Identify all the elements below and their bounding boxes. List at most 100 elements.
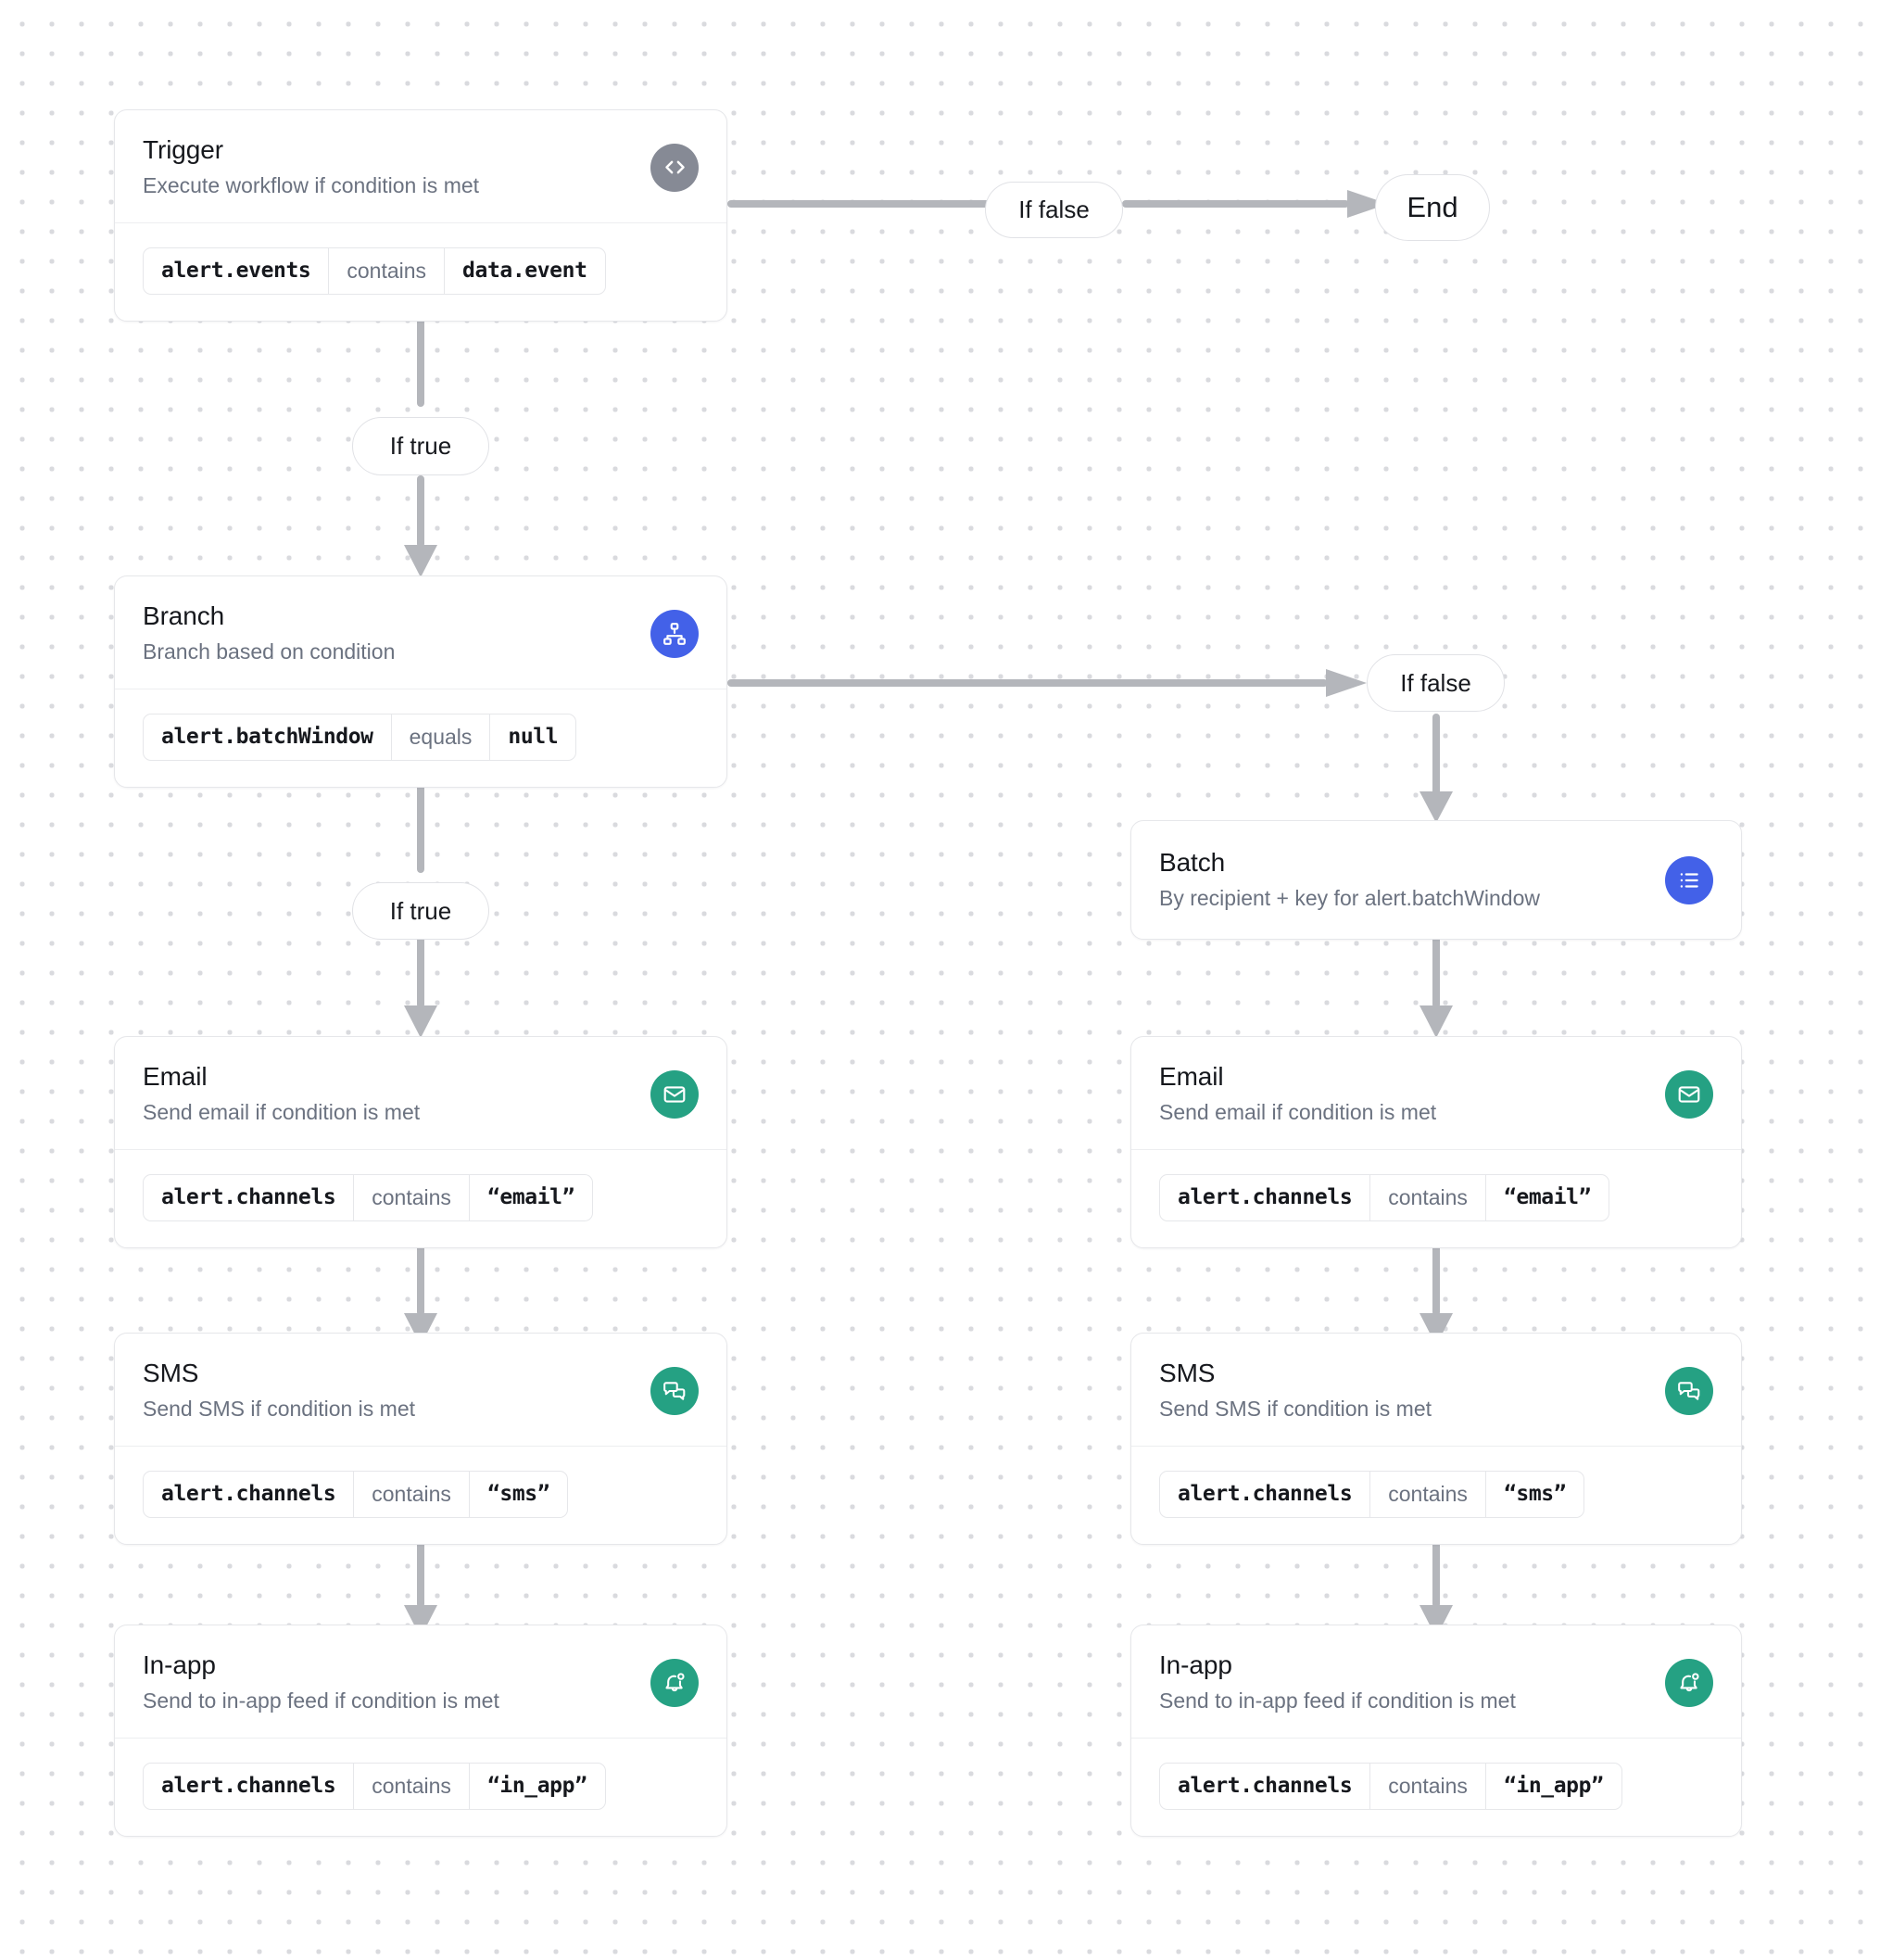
pill-end[interactable]: End (1375, 174, 1490, 241)
envelope-icon (650, 1069, 699, 1119)
node-condition-area: alert.channels contains “sms” (115, 1446, 726, 1544)
node-title: Email (1159, 1062, 1224, 1091)
condition-field[interactable]: alert.events (161, 259, 311, 284)
connector-branch-to-iftrue (414, 778, 427, 873)
node-header: Email Send email if condition is met (115, 1037, 726, 1149)
node-condition-area: alert.events contains data.event (115, 222, 726, 321)
node-inapp-right[interactable]: In-app Send to in-app feed if condition … (1130, 1625, 1742, 1838)
node-branch[interactable]: Branch Branch based on condition alert.b… (114, 575, 727, 789)
condition-operator[interactable]: equals (390, 714, 491, 761)
node-sms-right[interactable]: SMS Send SMS if condition is met alert.c… (1130, 1333, 1742, 1546)
connector-branch-to-iffalse (727, 664, 1367, 702)
condition-field[interactable]: alert.batchWindow (161, 725, 373, 750)
node-description: By recipient + key for alert.batchWindow (1159, 885, 1540, 910)
node-title: SMS (1159, 1359, 1216, 1387)
node-condition-area: alert.channels contains “sms” (1131, 1446, 1741, 1544)
condition-field[interactable]: alert.channels (1178, 1774, 1353, 1799)
node-header: Trigger Execute workflow if condition is… (115, 110, 726, 222)
node-title: Branch (143, 601, 225, 630)
node-inapp-left[interactable]: In-app Send to in-app feed if condition … (114, 1625, 727, 1838)
condition-group[interactable]: alert.channels contains “sms” (143, 1471, 569, 1519)
pill-label: If false (1400, 668, 1471, 697)
condition-field[interactable]: alert.channels (1178, 1482, 1353, 1507)
condition-field[interactable]: alert.channels (161, 1482, 336, 1507)
node-description: Send to in-app feed if condition is met (1159, 1688, 1516, 1713)
condition-value[interactable]: “in_app” (1503, 1774, 1604, 1799)
condition-operator[interactable]: contains (1369, 1764, 1486, 1810)
condition-group[interactable]: alert.batchWindow equals null (143, 714, 577, 762)
node-header: SMS Send SMS if condition is met (1131, 1334, 1741, 1446)
pill-label: If false (1018, 196, 1090, 223)
node-title: In-app (143, 1650, 216, 1679)
bell-dot-icon (650, 1658, 699, 1707)
node-description: Send SMS if condition is met (143, 1396, 416, 1421)
chat-bubbles-icon (1665, 1366, 1713, 1415)
condition-field[interactable]: alert.channels (161, 1185, 336, 1210)
connector-sms-to-inapp-left (402, 1534, 439, 1638)
condition-field[interactable]: alert.channels (1178, 1185, 1353, 1210)
pill-branch-if-true[interactable]: If true (352, 882, 489, 940)
node-condition-area: alert.channels contains “in_app” (1131, 1738, 1741, 1836)
connector-iftrue-to-email-left (402, 936, 439, 1038)
condition-operator[interactable]: contains (328, 248, 446, 295)
connector-trigger-to-iftrue (414, 312, 427, 407)
node-batch[interactable]: Batch By recipient + key for alert.batch… (1130, 820, 1742, 941)
condition-value[interactable]: “sms” (1503, 1482, 1567, 1507)
node-trigger[interactable]: Trigger Execute workflow if condition is… (114, 109, 727, 322)
condition-value[interactable]: “email” (486, 1185, 575, 1210)
pill-label: If true (389, 896, 452, 925)
node-header: In-app Send to in-app feed if condition … (115, 1625, 726, 1738)
condition-operator[interactable]: contains (1369, 1175, 1486, 1221)
node-description: Send to in-app feed if condition is met (143, 1688, 499, 1713)
node-header: Email Send email if condition is met (1131, 1037, 1741, 1149)
node-title: Trigger (143, 135, 223, 164)
node-description: Branch based on condition (143, 639, 396, 664)
list-icon (1665, 855, 1713, 904)
node-condition-area: alert.channels contains “email” (115, 1149, 726, 1247)
condition-operator[interactable]: contains (353, 1472, 470, 1518)
pill-trigger-if-false[interactable]: If false (985, 182, 1123, 238)
node-header: SMS Send SMS if condition is met (115, 1334, 726, 1446)
chat-bubbles-icon (650, 1366, 699, 1415)
connector-trigger-to-iffalse (727, 197, 991, 210)
node-sms-left[interactable]: SMS Send SMS if condition is met alert.c… (114, 1333, 727, 1546)
pill-trigger-if-true[interactable]: If true (352, 417, 489, 475)
envelope-icon (1665, 1069, 1713, 1119)
node-title: SMS (143, 1359, 199, 1387)
condition-value[interactable]: data.event (462, 259, 587, 284)
node-condition-area: alert.channels contains “email” (1131, 1149, 1741, 1247)
condition-group[interactable]: alert.events contains data.event (143, 247, 606, 296)
connector-batch-to-email-right (1418, 936, 1455, 1038)
condition-operator[interactable]: contains (353, 1175, 470, 1221)
node-description: Execute workflow if condition is met (143, 172, 480, 197)
connector-iffalse-to-end (1122, 185, 1388, 222)
condition-field[interactable]: alert.channels (161, 1774, 336, 1799)
node-title: In-app (1159, 1650, 1232, 1679)
condition-value[interactable]: null (508, 725, 559, 750)
connector-iffalse-to-batch (1418, 714, 1455, 823)
condition-group[interactable]: alert.channels contains “in_app” (143, 1763, 606, 1811)
pill-branch-if-false[interactable]: If false (1367, 654, 1505, 712)
connector-email-to-sms-left (402, 1242, 439, 1346)
condition-value[interactable]: “email” (1503, 1185, 1592, 1210)
connector-iftrue-to-branch (402, 475, 439, 577)
node-title: Batch (1159, 848, 1226, 877)
connector-sms-to-inapp-right (1418, 1534, 1455, 1638)
node-email-right[interactable]: Email Send email if condition is met ale… (1130, 1036, 1742, 1249)
node-condition-area: alert.channels contains “in_app” (115, 1738, 726, 1836)
condition-value[interactable]: “in_app” (486, 1774, 587, 1799)
node-description: Send email if condition is met (1159, 1099, 1437, 1124)
condition-value[interactable]: “sms” (486, 1482, 550, 1507)
node-email-left[interactable]: Email Send email if condition is met ale… (114, 1036, 727, 1249)
pill-label: End (1407, 191, 1458, 223)
condition-group[interactable]: alert.channels contains “sms” (1159, 1471, 1585, 1519)
node-title: Email (143, 1062, 208, 1091)
condition-group[interactable]: alert.channels contains “email” (1159, 1174, 1610, 1222)
condition-group[interactable]: alert.channels contains “email” (143, 1174, 594, 1222)
node-header: Batch By recipient + key for alert.batch… (1131, 821, 1741, 939)
pill-label: If true (389, 432, 452, 460)
condition-group[interactable]: alert.channels contains “in_app” (1159, 1763, 1622, 1811)
condition-operator[interactable]: contains (353, 1764, 470, 1810)
condition-operator[interactable]: contains (1369, 1472, 1486, 1518)
